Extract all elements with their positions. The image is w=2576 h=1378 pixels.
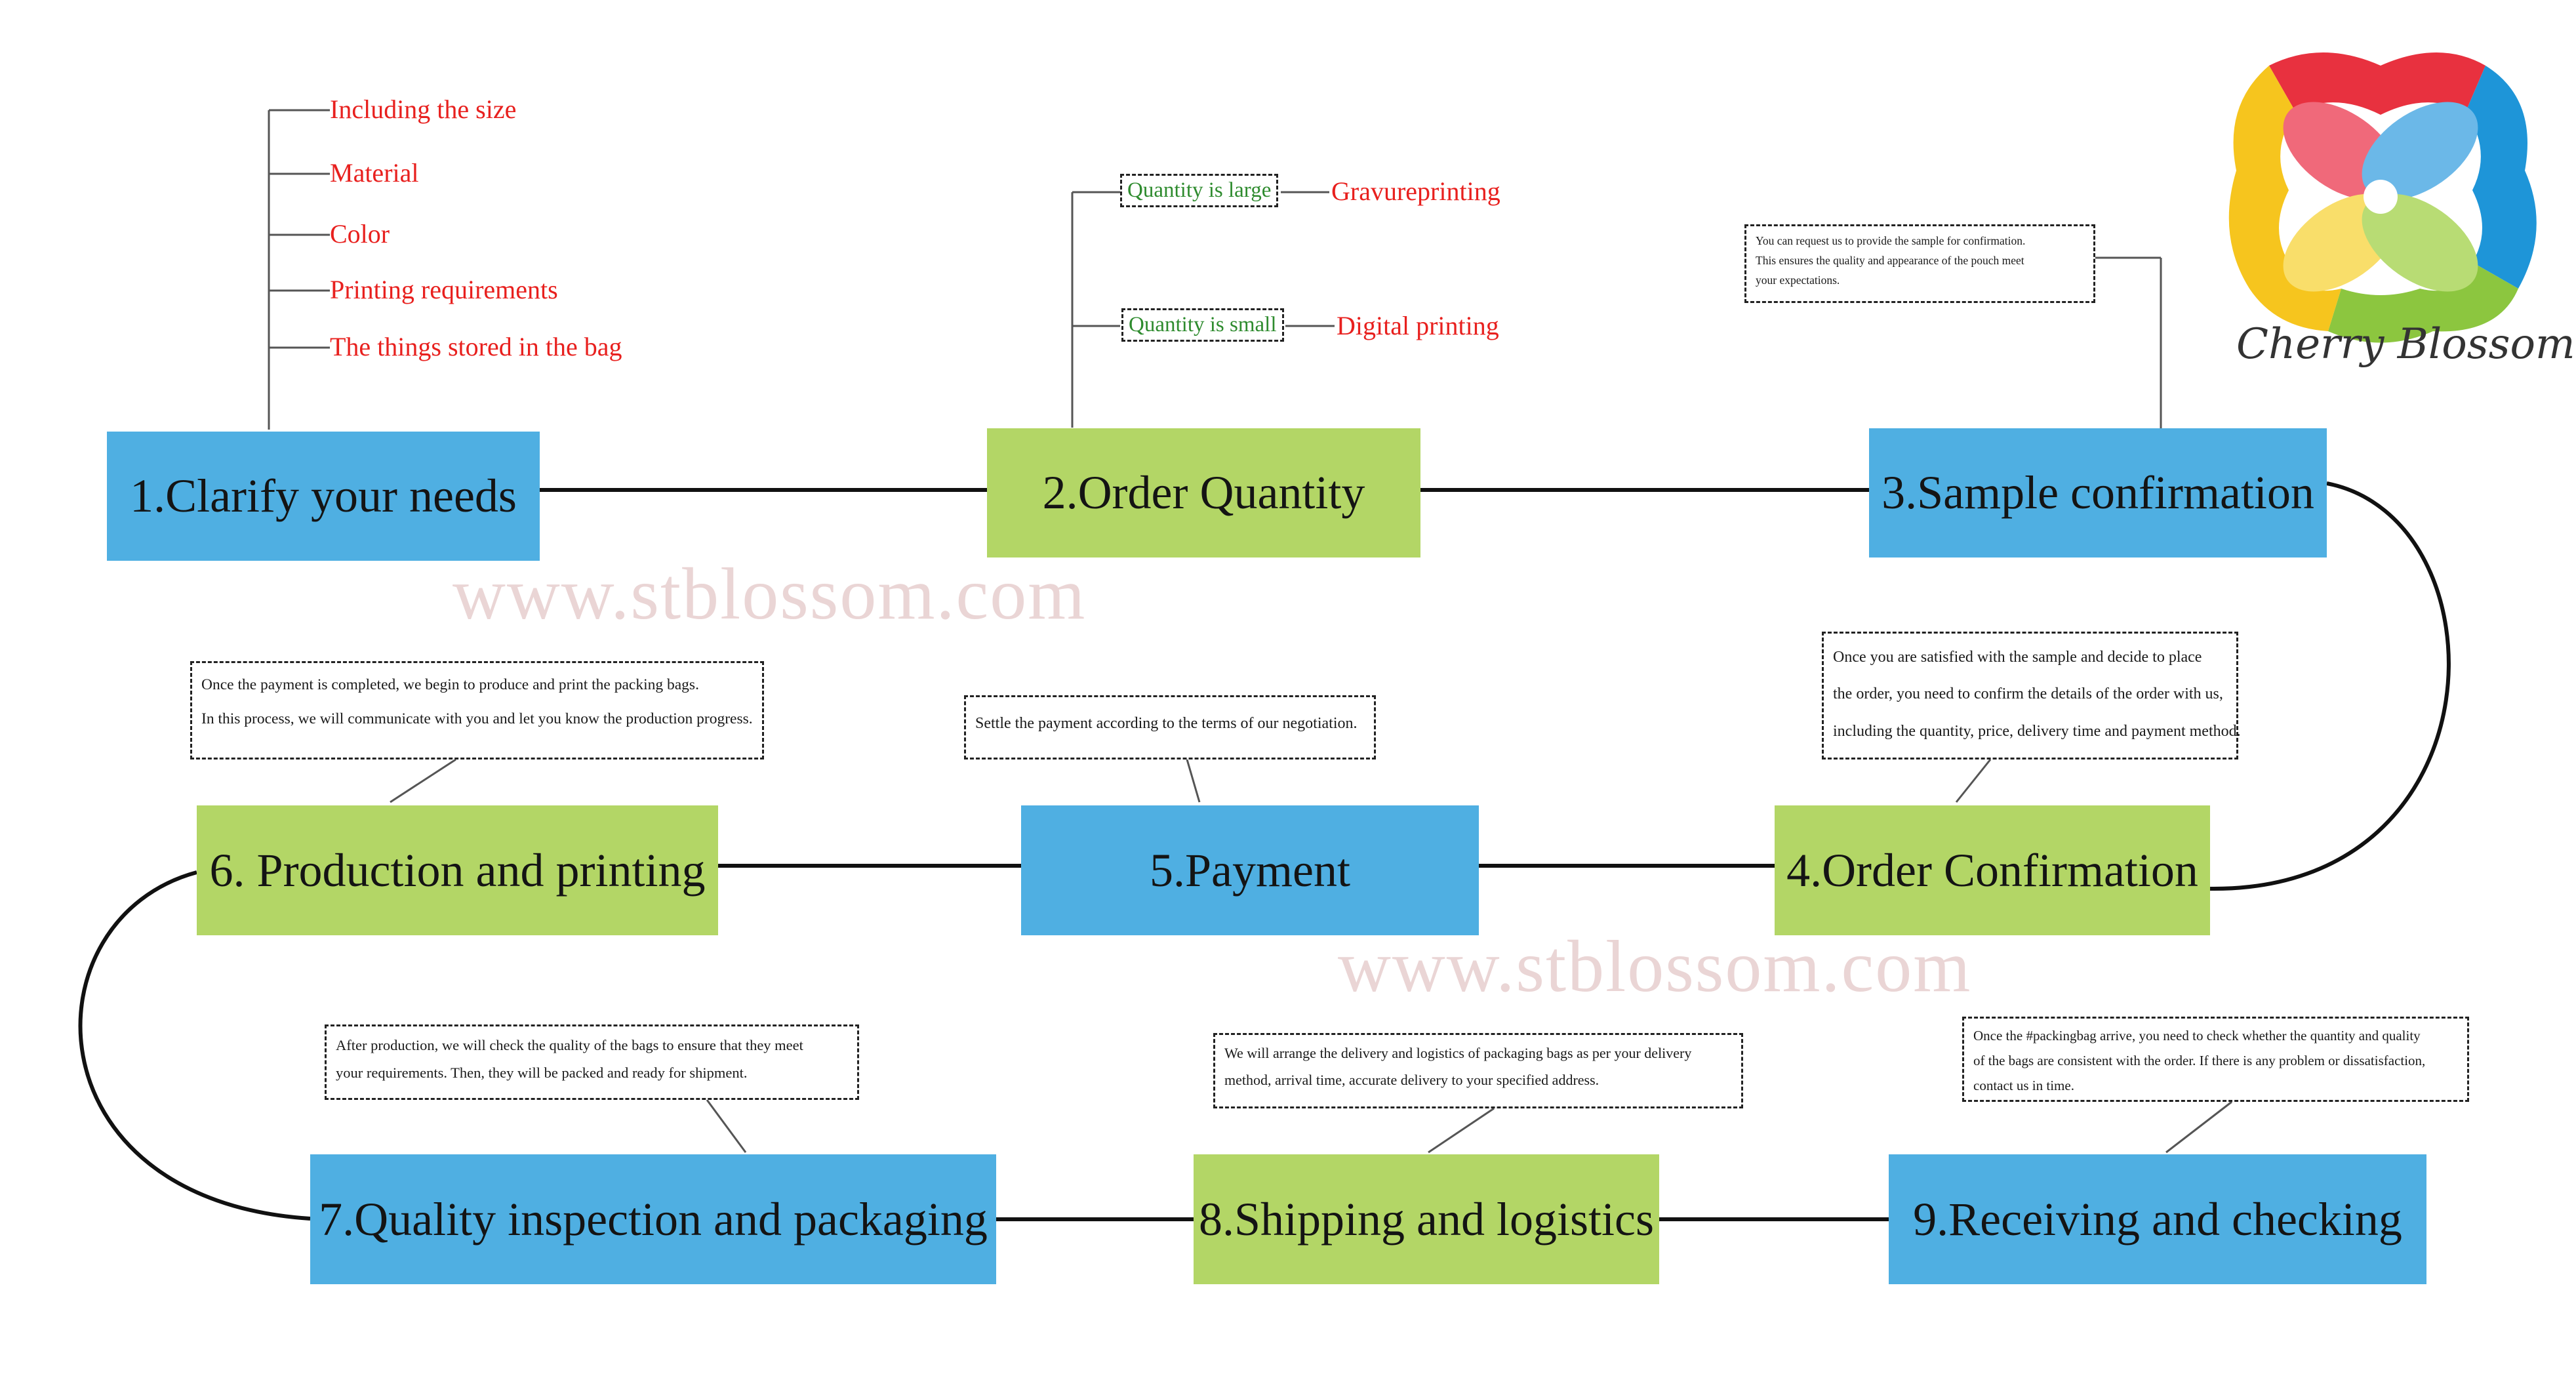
brand-name: Cherry Blossom® — [2236, 320, 2576, 369]
digital-printing: Digital printing — [1337, 311, 1499, 340]
cherry-blossom-logo — [2228, 52, 2537, 343]
step-4-order-confirmation: 4.Order Confirmation — [1775, 805, 2210, 935]
need-size: Including the size — [330, 94, 517, 124]
note-production: Once the payment is completed, we begin … — [190, 661, 764, 760]
note-sample: You can request us to provide the sample… — [1744, 224, 2095, 303]
need-contents: The things stored in the bag — [330, 332, 622, 361]
need-material: Material — [330, 158, 419, 188]
step-9-receiving-checking: 9.Receiving and checking — [1889, 1154, 2426, 1284]
note-receiving: Once the #packingbag arrive, you need to… — [1962, 1017, 2469, 1102]
note-shipping: We will arrange the delivery and logisti… — [1213, 1033, 1743, 1108]
watermark-top: www.stblossom.com — [453, 554, 1087, 635]
step-2-order-quantity: 2.Order Quantity — [987, 428, 1420, 557]
connector-3-4 — [2209, 481, 2451, 891]
need-printing: Printing requirements — [330, 275, 558, 304]
step-8-shipping-logistics: 8.Shipping and logistics — [1194, 1154, 1659, 1284]
connector-6-7 — [78, 870, 311, 1221]
quantity-small: Quantity is small — [1121, 308, 1284, 342]
gravure-printing: Gravureprinting — [1331, 176, 1500, 206]
note-payment: Settle the payment according to the term… — [964, 695, 1376, 760]
note-quality: After production, we will check the qual… — [325, 1024, 859, 1100]
note-order: Once you are satisfied with the sample a… — [1822, 632, 2241, 760]
need-color: Color — [330, 219, 390, 249]
step-7-quality-inspection: 7.Quality inspection and packaging — [310, 1154, 996, 1284]
step-3-sample-confirmation: 3.Sample confirmation — [1869, 428, 2327, 557]
watermark-bottom: www.stblossom.com — [1338, 926, 1972, 1007]
quantity-large: Quantity is large — [1120, 174, 1279, 207]
step-1-clarify-needs: 1.Clarify your needs — [107, 432, 540, 561]
step-6-production-printing: 6. Production and printing — [197, 805, 718, 935]
step-5-payment: 5.Payment — [1021, 805, 1479, 935]
